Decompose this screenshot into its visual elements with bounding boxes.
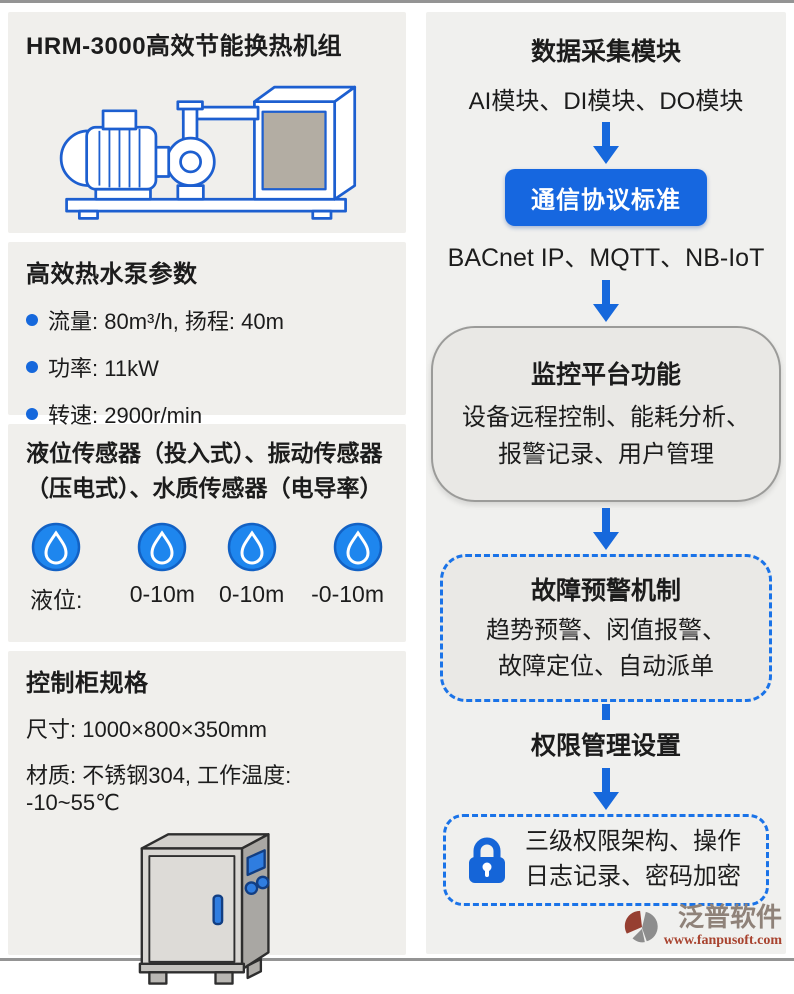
watermark: 泛普软件 www.fanpusoft.com [624, 905, 782, 948]
protocol-list: BACnet IP、MQTT、NB-IoT [447, 244, 765, 272]
bottom-edge-line [0, 958, 794, 961]
param-flow: 流量: 80m³/h, 扬程: 40m [48, 309, 284, 334]
cabinet-size: 尺寸: 1000×800×350mm [26, 717, 267, 742]
param-row-power: 功率: 11kW [26, 351, 388, 383]
security-box: 三级权限架构、操作日志记录、密码加密 [443, 814, 769, 906]
water-drop-icon [31, 522, 81, 572]
water-drop-icon [227, 522, 276, 572]
bullet-icon [26, 314, 38, 326]
sensor-item: 0-10m [119, 521, 205, 615]
param-power: 功率: 11kW [48, 356, 159, 381]
daq-title: 数据采集模块 [530, 38, 681, 66]
sensors-card: 液位传感器（投入式）、振动传感器（压电式）、水质传感器（电导率） 液位: 0-1… [8, 424, 406, 642]
connector-line [602, 704, 610, 720]
param-row-speed: 转速: 2900r/min [26, 398, 388, 430]
param-speed: 转速: 2900r/min [48, 403, 203, 428]
platform-body: 设备远程控制、能耗分析、报警记录、用户管理 [462, 403, 750, 468]
cabinet-card: 控制柜规格 尺寸: 1000×800×350mm 材质: 不锈钢304, 工作温… [8, 651, 406, 985]
watermark-url: www.fanpusoft.com [663, 933, 782, 948]
sensor-item: -0-10m [298, 521, 384, 615]
down-arrow-icon [593, 122, 619, 164]
sensor-item: 液位: [30, 521, 116, 615]
sensors-title: 液位传感器（投入式）、振动传感器（压电式）、水质传感器（电导率） [26, 440, 383, 501]
bullet-icon [26, 361, 38, 373]
sensor-label: 液位: [30, 587, 83, 613]
permission-title: 权限管理设置 [530, 732, 681, 760]
param-row-flow: 流量: 80m³/h, 扬程: 40m [26, 304, 388, 336]
daq-modules: AI模块、DI模块、DO模块 [468, 88, 744, 115]
bullet-icon [26, 408, 38, 420]
lock-icon [469, 837, 505, 883]
control-cabinet-illustration [138, 833, 270, 985]
water-drop-icon [138, 522, 187, 572]
cabinet-material: 材质: 不锈钢304, 工作温度: -10~55℃ [26, 763, 292, 815]
water-drop-icon [333, 522, 383, 572]
protocol-standard-button: 通信协议标准 [505, 169, 707, 226]
pump-unit-illustration [59, 85, 357, 220]
top-edge-line [0, 0, 794, 3]
sensor-label: 0-10m [129, 581, 195, 607]
sensor-item: 0-10m [209, 521, 295, 615]
security-body: 三级权限架构、操作日志记录、密码加密 [525, 828, 741, 890]
down-arrow-icon [593, 280, 619, 322]
alert-box: 故障预警机制 趋势预警、闵值报警、故障定位、自动派单 [440, 554, 772, 702]
platform-title: 监控平台功能 [530, 360, 681, 389]
alert-body: 趋势预警、闵值报警、故障定位、自动派单 [486, 617, 726, 680]
down-arrow-icon [593, 768, 619, 810]
flow-panel: 数据采集模块 AI模块、DI模块、DO模块 通信协议标准 BACnet IP、M… [426, 12, 786, 954]
sensor-label: 0-10m [219, 581, 285, 607]
sensor-label: -0-10m [311, 581, 384, 607]
alert-title: 故障预警机制 [530, 577, 681, 605]
left-column: HRM-3000高效节能换热机组 [8, 12, 406, 985]
watermark-brand: 泛普软件 [677, 903, 782, 932]
down-arrow-icon [593, 508, 619, 550]
cabinet-title: 控制柜规格 [26, 670, 149, 697]
sensor-row: 液位: 0-10m 0-10m [26, 521, 388, 615]
platform-box: 监控平台功能 设备远程控制、能耗分析、报警记录、用户管理 [431, 326, 781, 502]
pump-params-card: 高效热水泵参数 流量: 80m³/h, 扬程: 40m 功率: 11kW 转速:… [8, 242, 406, 428]
product-card: HRM-3000高效节能换热机组 [8, 12, 406, 233]
pump-params-title: 高效热水泵参数 [26, 261, 198, 288]
product-title: HRM-3000高效节能换热机组 [26, 33, 343, 60]
fanpu-logo-icon [624, 910, 658, 942]
